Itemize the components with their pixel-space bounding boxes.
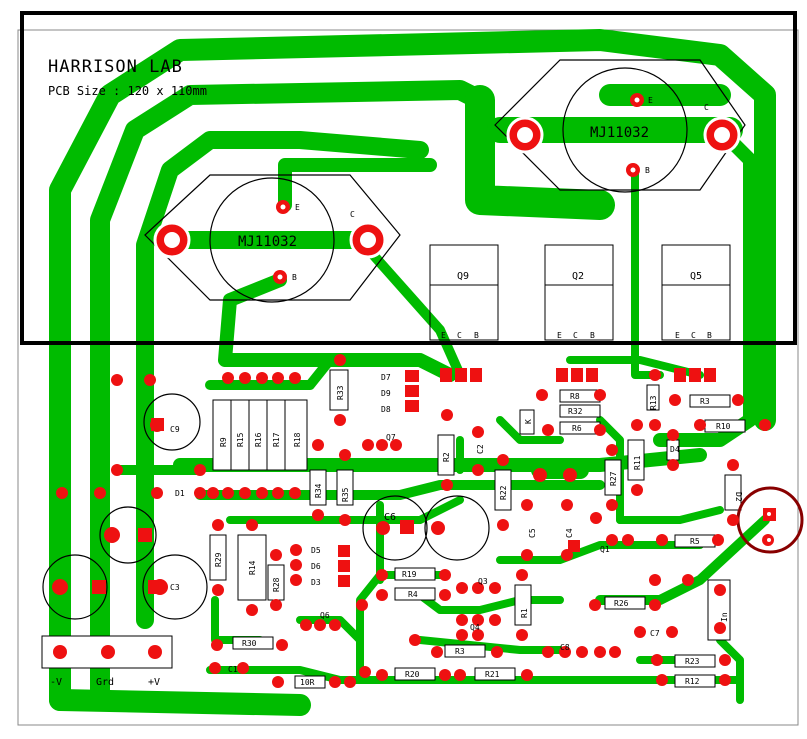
transistor-label-1: MJ11032 [238,234,297,250]
label-plus-v: +V [148,677,160,688]
label-d4: D4 [670,445,680,454]
label-r11: R11 [633,455,642,470]
label-r9: R9 [219,437,228,447]
label-q6: Q6 [320,611,330,620]
q-module-outlines [429,244,731,341]
label-r34: R34 [314,483,323,498]
pads [52,93,776,688]
label-q3: Q3 [478,577,488,586]
pin-b-2: B [645,166,650,175]
label-r3: R3 [700,397,710,406]
label-r23: R23 [685,657,700,666]
to3-outlines [144,59,746,303]
label-r19: R19 [402,570,417,579]
label-d2: D2 [734,492,743,502]
q2-pin-e: E [557,331,562,340]
q5-pin-e: E [675,331,680,340]
q5-label: Q5 [690,271,702,282]
pin-e-2: E [648,96,653,105]
label-in: In [720,612,729,622]
label-r26: R26 [614,599,629,608]
label-r13: R13 [649,395,658,410]
label-c1: C1 [228,665,238,674]
board-title: HARRISON LAB [48,57,183,77]
label-q7: Q7 [386,433,396,442]
pin-c-1: C [350,210,355,219]
label-d8: D8 [381,405,391,414]
label-r21: R21 [485,670,500,679]
label-c9: C9 [170,425,180,434]
q9-pin-b: B [474,331,479,340]
pcb-size: PCB Size : 120 x 110mm [48,84,207,98]
label-r4: R4 [408,590,418,599]
label-r33: R33 [336,385,345,400]
label-grd: Grd [96,677,114,688]
label-minus-v: -V [50,677,62,688]
label-r15: R15 [236,432,245,447]
q5-pin-c: C [691,331,696,340]
label-r1: R1 [520,608,529,618]
label-r5: R5 [690,537,700,546]
silkscreen-text: HARRISON LAB PCB Size : 120 x 110mm MJ11… [48,57,743,688]
label-d9: D9 [381,389,391,398]
highlight-frame [20,11,797,345]
q5-pin-b: B [707,331,712,340]
label-r12: R12 [685,677,700,686]
label-k: K [524,419,533,424]
label-c2: C2 [476,444,485,454]
label-d3: D3 [311,578,321,587]
capacitor-circles [42,393,490,620]
label-d1: D1 [175,489,185,498]
label-r17: R17 [272,432,281,447]
label-r2: R2 [442,452,451,462]
label-r30: R30 [242,639,257,648]
label-r6: R6 [572,424,582,433]
q9-pin-e: E [441,331,446,340]
label-c6: C6 [384,512,396,523]
label-r29: R29 [214,552,223,567]
label-c7: C7 [650,629,660,638]
q2-pin-c: C [573,331,578,340]
pin-b-1: B [292,273,297,282]
label-r20: R20 [405,670,420,679]
board-outline [17,29,799,726]
label-10r: 10R [300,678,315,687]
label-c4: C4 [565,528,574,538]
label-d6: D6 [311,562,321,571]
label-d7: D7 [381,373,391,382]
label-r8: R8 [570,392,580,401]
transistor-label-2: MJ11032 [590,125,649,141]
label-q1: Q1 [600,545,610,554]
pin-e-1: E [295,203,300,212]
pin-c-2: C [704,103,709,112]
label-r32: R32 [568,407,583,416]
q2-pin-b: B [590,331,595,340]
label-r22: R22 [499,485,508,500]
q9-label: Q9 [457,271,469,282]
label-r3-lower: R3 [455,647,465,656]
label-r28: R28 [272,577,281,592]
label-q4: Q4 [470,623,480,632]
label-r10: R10 [716,422,731,431]
label-r16: R16 [254,432,263,447]
q2-label: Q2 [572,271,584,282]
label-c8: C8 [560,643,570,652]
component-bodies [41,369,746,689]
q9-pin-c: C [457,331,462,340]
label-r27: R27 [609,471,618,486]
label-r14: R14 [248,560,257,575]
label-c3: C3 [170,583,180,592]
label-r18: R18 [293,432,302,447]
label-r35: R35 [341,487,350,502]
label-d5: D5 [311,546,321,555]
label-c5: C5 [528,528,537,538]
